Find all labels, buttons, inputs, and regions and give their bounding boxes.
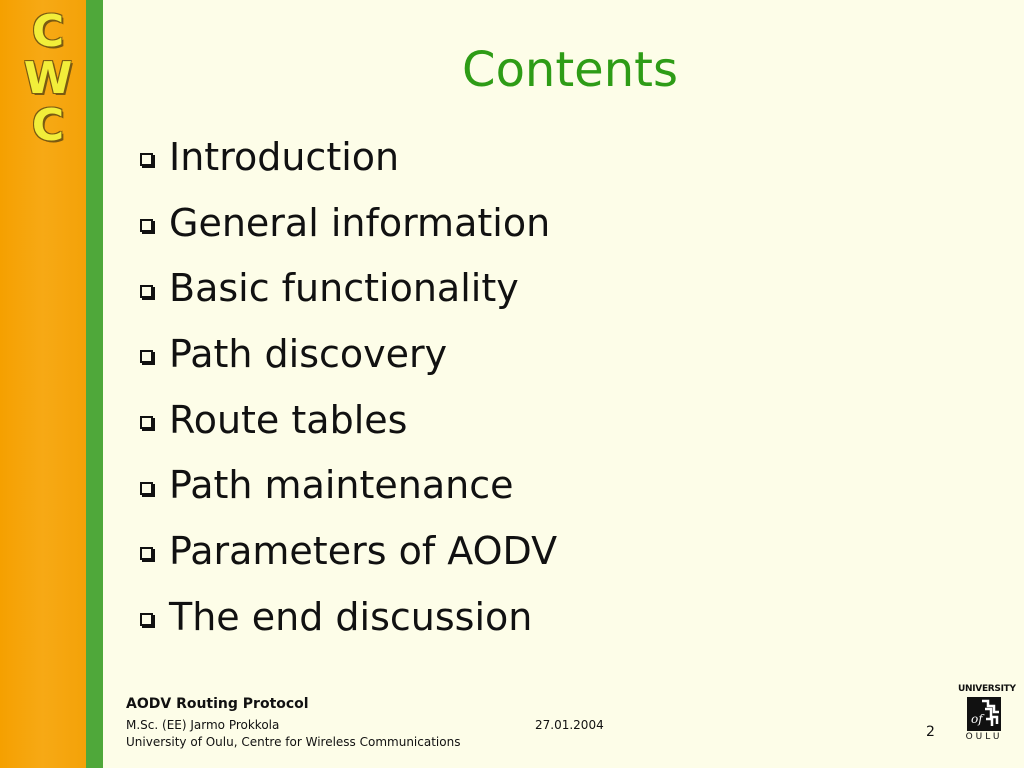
list-item-text: Path discovery (169, 331, 448, 376)
university-logo-bottom-text: OULU (965, 732, 1003, 742)
list-item-text: The end discussion (169, 594, 533, 639)
sidebar-band (0, 0, 86, 768)
checkbox-bullet-icon (140, 547, 153, 561)
checkbox-bullet-icon (140, 481, 153, 495)
list-item-text: Parameters of AODV (169, 528, 558, 573)
list-item: General information (140, 190, 557, 256)
checkbox-bullet-icon (140, 350, 153, 364)
list-item: Introduction (140, 124, 557, 190)
list-item: Basic functionality (140, 255, 557, 321)
university-logo-top-text: UNIVERSITY (958, 684, 1016, 694)
checkbox-bullet-icon (140, 613, 153, 627)
list-item-text: Basic functionality (169, 266, 519, 311)
list-item: Path maintenance (140, 452, 557, 518)
page-number: 2 (926, 724, 935, 740)
footer-presentation-title: AODV Routing Protocol (126, 696, 309, 712)
checkbox-bullet-icon (140, 416, 153, 430)
list-item: Parameters of AODV (140, 518, 557, 584)
footer-organization: University of Oulu, Centre for Wireless … (126, 735, 461, 749)
logo-letter-w: W (23, 53, 73, 104)
logo-letter-c2: C (31, 100, 65, 151)
contents-list: Introduction General information Basic f… (140, 124, 557, 650)
list-item-text: Route tables (169, 397, 408, 442)
checkbox-bullet-icon (140, 219, 153, 233)
university-emblem-icon: of (967, 697, 1001, 731)
list-item-text: Path maintenance (169, 463, 514, 508)
footer-date: 27.01.2004 (535, 718, 604, 732)
university-of-oulu-logo: UNIVERSITY of OULU (958, 684, 1016, 754)
cwc-logo: C W C (20, 8, 76, 149)
footer-author: M.Sc. (EE) Jarmo Prokkola (126, 718, 280, 732)
sidebar-stripe (86, 0, 103, 768)
checkbox-bullet-icon (140, 284, 153, 298)
list-item: Route tables (140, 387, 557, 453)
list-item: Path discovery (140, 321, 557, 387)
list-item-text: General information (169, 200, 551, 245)
checkbox-bullet-icon (140, 153, 153, 167)
list-item-text: Introduction (169, 134, 400, 179)
list-item: The end discussion (140, 584, 557, 650)
slide-title: Contents (462, 42, 678, 98)
university-logo-of-text: of (971, 712, 985, 726)
logo-letter-c1: C (31, 6, 65, 57)
